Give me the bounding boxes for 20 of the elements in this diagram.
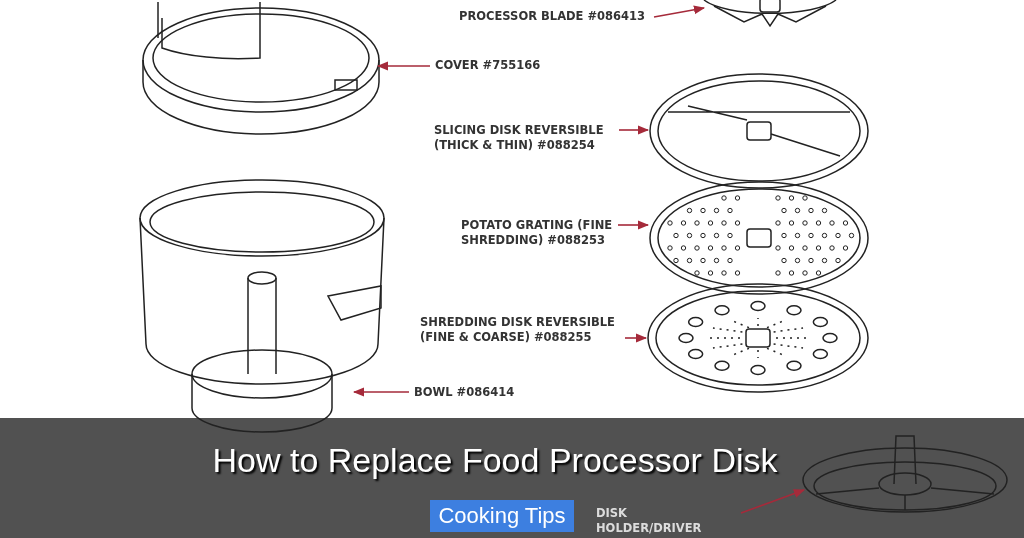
leader-arrow <box>618 125 650 135</box>
leader-arrow <box>376 61 431 71</box>
slicing-disk-drawing <box>648 72 870 190</box>
title: How to Replace Food Processor Disk <box>211 440 779 480</box>
shredding-disk-drawing <box>646 282 870 394</box>
part-label: BOWL #086414 <box>414 385 524 400</box>
bowl-drawing <box>136 178 388 436</box>
part-label: SLICING DISK REVERSIBLE (THICK & THIN) #088254 <box>434 123 614 153</box>
leader-arrow <box>740 489 806 514</box>
leader-arrow <box>624 333 648 343</box>
category-tag: Cooking Tips <box>430 500 574 532</box>
part-label: PROCESSOR BLADE #086413 <box>459 9 649 24</box>
leader-arrow <box>653 5 706 18</box>
leader-arrow <box>617 220 650 230</box>
grating-disk-drawing <box>648 180 870 296</box>
leader-arrow <box>352 387 410 397</box>
part-label: SHREDDING DISK REVERSIBLE (FINE & COARSE) #088255 <box>420 315 620 345</box>
part-label: COVER #755166 <box>435 58 545 73</box>
part-label: DISK HOLDER/DRIVER <box>596 506 736 536</box>
part-label: POTATO GRATING (FINE SHREDDING) #088253 <box>461 218 613 248</box>
